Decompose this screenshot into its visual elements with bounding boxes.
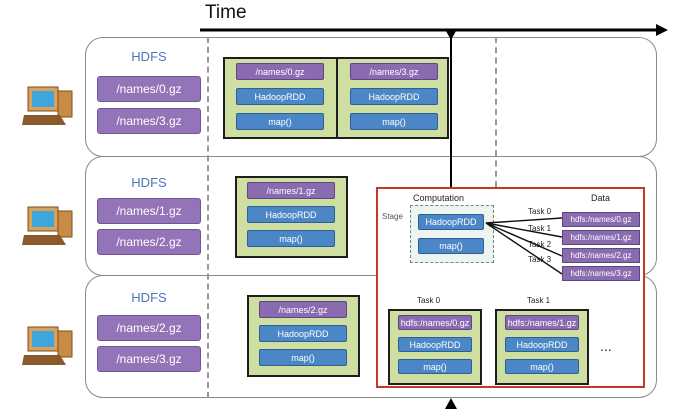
hdfs-file: /names/1.gz [97,198,201,224]
time-divider [495,37,497,187]
hadoop-rdd-block: HadoopRDD [418,214,484,230]
data-label: Data [591,193,611,203]
task-file-block: /names/3.gz [350,63,438,80]
time-cursor-line [450,30,452,190]
task-file-block: /names/1.gz [247,182,335,199]
cursor-marker-top [446,31,456,40]
timeline-arrow [200,24,668,36]
hadoop-rdd-block: HadoopRDD [505,337,579,352]
map-block: map() [418,238,484,254]
hdfs-file: /names/0.gz [97,76,201,102]
hdfs-file: /names/3.gz [97,108,201,134]
hdfs-file: /names/3.gz [97,346,201,372]
task-file-block: hdfs:/names/1.gz [505,315,579,330]
hdfs-file: /names/2.gz [97,315,201,341]
task-connectors [485,217,563,275]
hadoop-rdd-block: HadoopRDD [247,206,335,223]
hadoop-rdd-block: HadoopRDD [259,325,347,342]
map-block: map() [247,230,335,247]
task-file-block: /names/2.gz [259,301,347,318]
data-file-block: hdfs:/names/2.gz [562,248,640,263]
cursor-marker-bottom [445,398,457,409]
hdfs-divider [207,37,209,398]
map-block: map() [236,113,324,130]
map-block: map() [398,359,472,374]
task-label: Task 0 [528,207,552,216]
hdfs-title: HDFS [131,175,167,190]
task-label: Task 1 [528,224,552,233]
hdfs-title: HDFS [131,290,167,305]
stage-divider [336,57,338,139]
task-label: Task 2 [528,240,552,249]
task-file-block: /names/0.gz [236,63,324,80]
hdfs-title: HDFS [131,49,167,64]
computation-label: Computation [413,193,465,203]
data-file-block: hdfs:/names/3.gz [562,266,640,281]
computer-icon [22,85,74,127]
more-tasks-ellipsis: ... [600,338,612,354]
map-block: map() [350,113,438,130]
timeline-label: Time [205,2,247,23]
task-column-label: Task 0 [417,296,441,305]
hadoop-rdd-block: HadoopRDD [350,88,438,105]
hdfs-file: /names/2.gz [97,229,201,255]
task-file-block: hdfs:/names/0.gz [398,315,472,330]
data-file-block: hdfs:/names/0.gz [562,212,640,227]
computer-icon [22,205,74,247]
task-label: Task 3 [528,255,552,264]
map-block: map() [259,349,347,366]
hadoop-rdd-block: HadoopRDD [236,88,324,105]
stage-label: Stage [382,212,403,221]
map-block: map() [505,359,579,374]
data-file-block: hdfs:/names/1.gz [562,230,640,245]
computer-icon [22,325,74,367]
hadoop-rdd-block: HadoopRDD [398,337,472,352]
task-column-label: Task 1 [527,296,551,305]
